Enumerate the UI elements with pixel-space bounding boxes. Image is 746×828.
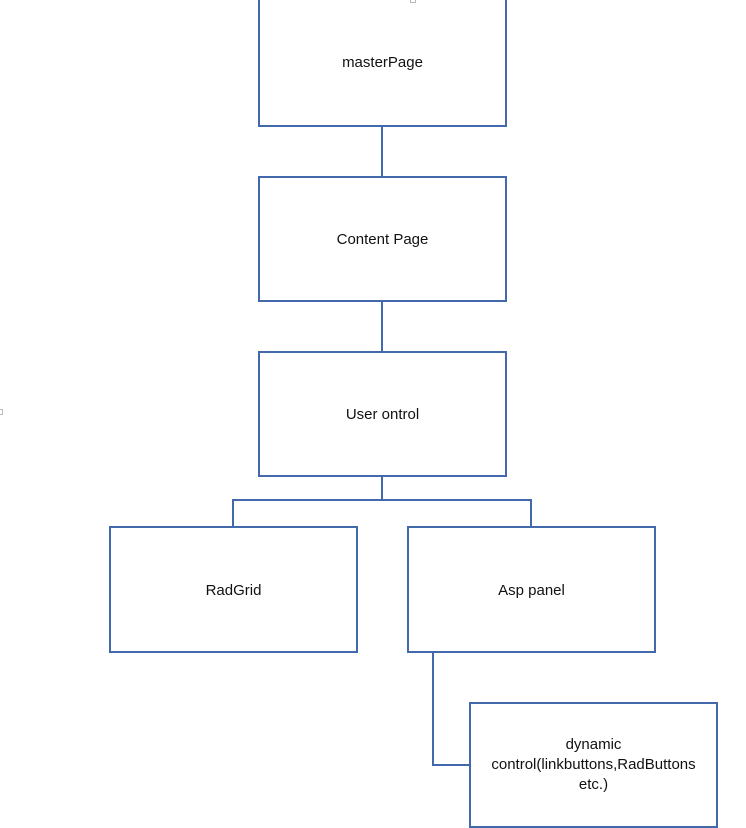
- connector-branch-bar: [232, 499, 532, 526]
- node-master-page[interactable]: masterPage: [258, 0, 507, 127]
- node-radgrid-label: RadGrid: [205, 582, 262, 599]
- node-user-control-label: User ontrol: [345, 406, 420, 423]
- node-asp-panel-label: Asp panel: [498, 582, 565, 599]
- node-dynamic-control-line3: etc.): [578, 776, 609, 793]
- node-master-page-label: masterPage: [342, 54, 423, 71]
- node-dynamic-control[interactable]: dynamic control(linkbuttons,RadButtons e…: [469, 702, 718, 828]
- selection-handle-top[interactable]: [410, 0, 416, 3]
- node-radgrid[interactable]: RadGrid: [109, 526, 358, 653]
- connector-asppanel-dynamic: [432, 653, 469, 766]
- node-content-page-label: Content Page: [336, 231, 429, 248]
- node-asp-panel[interactable]: Asp panel: [407, 526, 656, 653]
- selection-handle-left[interactable]: [0, 409, 3, 415]
- node-dynamic-control-label: dynamic control(linkbuttons,RadButtons e…: [487, 735, 699, 795]
- node-user-control[interactable]: User ontrol: [258, 351, 507, 477]
- node-dynamic-control-line1: dynamic: [565, 736, 622, 753]
- node-content-page[interactable]: Content Page: [258, 176, 507, 302]
- node-dynamic-control-line2: control(linkbuttons,RadButtons: [491, 756, 696, 773]
